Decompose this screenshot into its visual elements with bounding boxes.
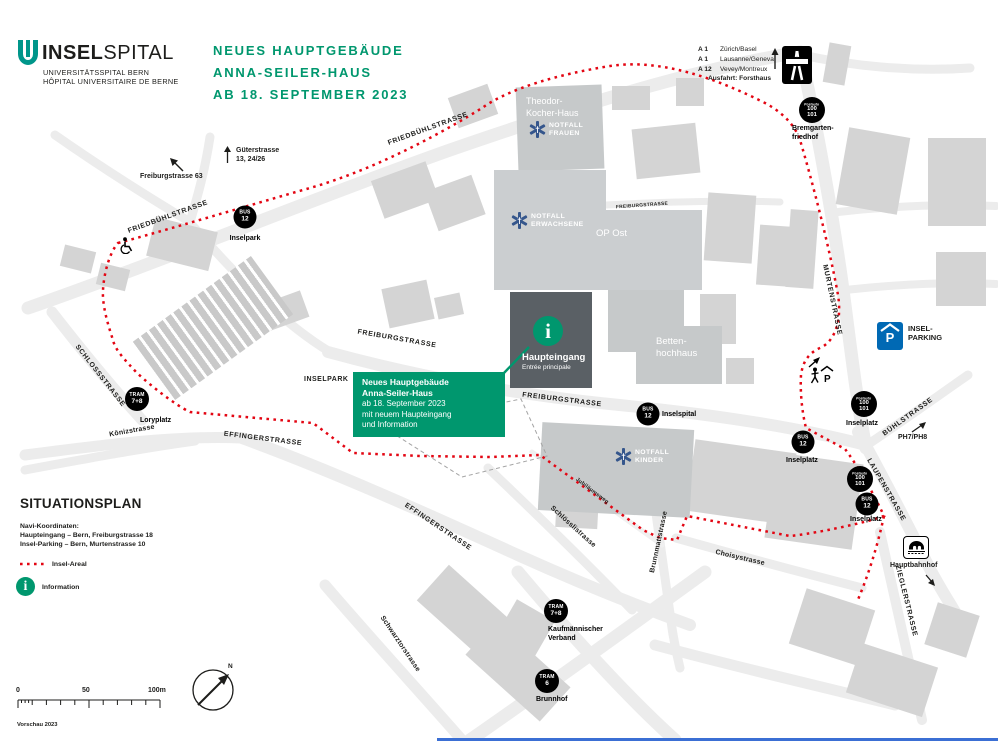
inselspital-logo-icon	[18, 40, 38, 65]
compass-n-label: N	[228, 663, 233, 670]
logo-subtitle: UNIVERSITÄTSSPITAL BERN HÔPITAL UNIVERSI…	[43, 68, 179, 86]
stop-label-inselplatz-1: Inselplatz	[846, 420, 878, 427]
arrow-up-gueterstrasse-icon	[224, 146, 231, 163]
title-line2: ANNA-SEILER-HAUS	[213, 65, 372, 80]
legend-info-label: Information	[42, 584, 80, 591]
stop-label-bremgartenfriedhof: Bremgarten-friedhof	[792, 125, 834, 141]
insel-areal-legend-swatch	[20, 562, 48, 566]
note-freiburgstrasse63: Freiburgstrasse 63	[140, 173, 203, 180]
ph78-label: PH7/PH8	[898, 434, 928, 441]
scale-label-50: 50	[82, 687, 90, 694]
title-line3: AB 18. SEPTEMBER 2023	[213, 87, 409, 102]
scale-label-100: 100m	[148, 687, 166, 694]
stop-label-loryplatz: Loryplatz	[140, 417, 172, 424]
walk-to-parking-icon: P	[808, 357, 834, 385]
star-of-life-icon	[511, 212, 528, 229]
haupteingang-label: Haupteingang	[522, 352, 586, 363]
logo-subtitle-line1: UNIVERSITÄTSSPITAL BERN	[43, 68, 150, 77]
arrow-ne-icon	[911, 422, 926, 433]
insel-areal-boundary	[101, 63, 886, 603]
footer-preview-label: Vorschau 2023	[17, 722, 58, 728]
infobox-callout-line	[502, 346, 530, 375]
star-of-life-icon	[615, 448, 632, 465]
buildings-layer	[59, 42, 986, 722]
postauto-stop-inselplatz-1: Postauto 100 101	[851, 391, 877, 417]
postauto-stop-inselplatz-2: Postauto 100 101	[847, 466, 873, 492]
infobox-line3: ab 18. September 2023	[362, 399, 446, 408]
insel-parking-label: INSEL-PARKING	[908, 324, 943, 342]
legend-navi-line2: Insel-Parking – Bern, Murtenstrasse 10	[20, 541, 146, 548]
logo-wordmark: INSELSPITAL	[42, 42, 174, 64]
title-line1: NEUES HAUPTGEBÄUDE	[213, 43, 404, 58]
scale-label-0: 0	[16, 687, 20, 694]
hauptbahnhof-label: Hauptbahnhof	[890, 562, 938, 569]
stop-label-inselplatz-2: Inselplatz	[786, 457, 818, 464]
logo-text-bold: INSEL	[42, 42, 104, 64]
legend-navi-title: Navi-Koordinaten:	[20, 523, 79, 530]
svg-text:P: P	[824, 374, 831, 385]
building-label-op-ost: OP Ost	[596, 228, 627, 239]
arrow-up-icon	[771, 48, 779, 69]
roads-layer	[19, 45, 998, 741]
stop-label-inselpark: Inselpark	[229, 235, 261, 242]
motorway-exit: Ausfahrt: Forsthaus	[708, 75, 772, 83]
stop-label-inselspital: Inselspital	[662, 411, 697, 418]
legend-navi-line1: Haupteingang – Bern, Freiburgstrasse 18	[20, 532, 153, 539]
arrow-se-icon	[925, 574, 935, 586]
compass-icon	[192, 669, 234, 711]
legend-areal-label: Insel-Areal	[52, 561, 87, 568]
motorway-icon	[782, 46, 812, 84]
postauto-stop-bremgarten: Postauto 100 101	[799, 97, 825, 123]
page-title: NEUES HAUPTGEBÄUDE ANNA-SEILER-HAUS AB 1…	[213, 40, 408, 106]
hauptbahnhof-icon	[903, 536, 929, 559]
logo-text-light: SPITAL	[103, 42, 174, 64]
stop-label-brunnhof: Brunnhof	[536, 696, 568, 703]
infobox-line2: Anna-Seiler-Haus	[362, 388, 433, 398]
star-of-life-icon	[529, 121, 546, 138]
inselpark-area-label: INSELPARK	[304, 376, 349, 383]
building-label-theodor-kocher: Theodor-Kocher-Haus	[526, 96, 579, 118]
information-icon: i	[533, 316, 563, 346]
stop-label-inselplatz-3: Inselplatz	[850, 516, 882, 523]
station-glyph	[907, 541, 925, 554]
insel-parking-icon: P	[877, 322, 903, 350]
legend-heading: SITUATIONSPLAN	[20, 496, 142, 511]
haupteingang-sublabel: Entrée principale	[522, 364, 571, 371]
logo-subtitle-line2: HÔPITAL UNIVERSITAIRE DE BERNE	[43, 77, 179, 86]
arrow-nw-icon	[170, 158, 184, 172]
scale-bar	[17, 699, 161, 708]
infobox: Neues Hauptgebäude Anna-Seiler-Haus ab 1…	[353, 372, 505, 437]
wheelchair-icon	[120, 237, 133, 254]
infobox-line1: Neues Hauptgebäude	[362, 377, 449, 387]
infobox-line4: mit neuem Haupteingang	[362, 409, 452, 419]
building-label-bettenhochhaus: Betten-hochhaus	[656, 336, 698, 359]
parking-roof-icon	[880, 323, 900, 332]
bottom-edge-bar	[437, 738, 998, 741]
infobox-line5: und Information	[362, 420, 418, 429]
information-legend-icon: i	[16, 577, 35, 596]
